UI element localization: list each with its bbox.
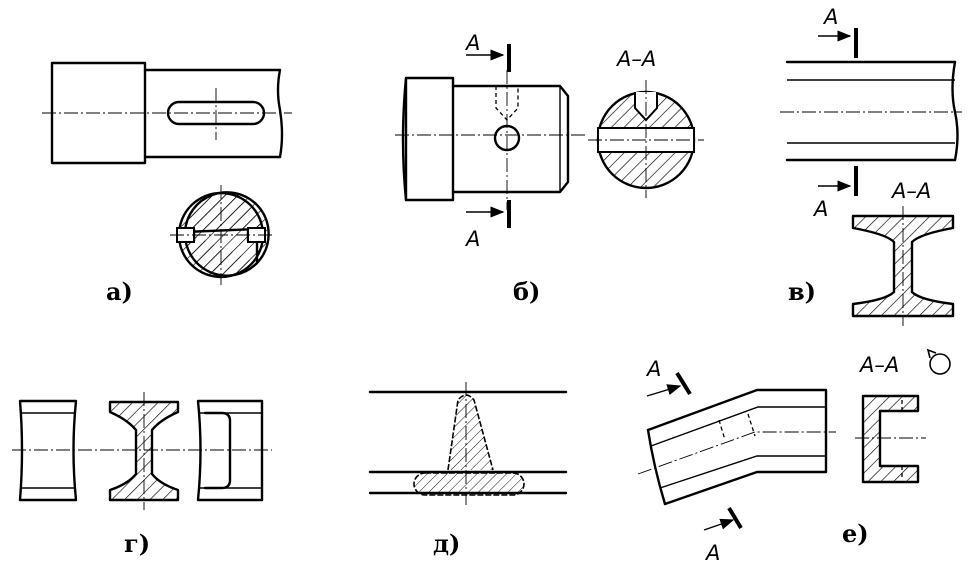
panel-label-e: е) [842, 519, 869, 548]
panel-label-v: в) [788, 277, 816, 306]
cut-letter-top: А [822, 5, 838, 29]
panel-label-g: г) [124, 529, 150, 558]
keyway-section [170, 185, 272, 285]
i-beam-section-g [108, 392, 180, 510]
pin-view [395, 70, 585, 210]
panel-d: д) [368, 382, 568, 558]
panel-label-a: а) [106, 277, 133, 306]
i-beam-section: А–А [851, 179, 955, 326]
cutting-plane-e: А А [645, 357, 743, 564]
cut-letter-top: А [464, 31, 480, 55]
cut-letter-bottom: А [812, 197, 828, 221]
panel-v: А А А–А в) [780, 5, 962, 326]
cut-letter-bottom: А [464, 227, 480, 251]
beam-side-view-left [18, 399, 78, 502]
cut-letter-top: А [645, 357, 661, 381]
rib-view [368, 382, 568, 505]
panel-e: А А А–А е) [637, 348, 951, 564]
panel-label-b: б) [513, 277, 540, 306]
cut-letter-bottom: А [704, 541, 720, 564]
bent-bar-view [637, 388, 836, 506]
section-title-v: А–А [890, 179, 931, 203]
cutting-plane-v: А А [812, 5, 858, 221]
panel-b: А А А–А б) [395, 31, 704, 306]
channel-section: А–А [855, 348, 951, 484]
panel-g: г) [12, 392, 272, 558]
shaft-view [42, 61, 292, 165]
beam-view [780, 60, 962, 162]
cutting-plane-b: А А [464, 31, 511, 251]
beam-side-view-right [196, 399, 264, 502]
panel-a: а) [42, 61, 292, 306]
pin-section: А–А [588, 47, 704, 198]
rotated-view-icon [926, 348, 951, 375]
section-title-e: А–А [858, 353, 899, 377]
panel-label-d: д) [433, 529, 460, 558]
section-title-b: А–А [615, 47, 656, 71]
